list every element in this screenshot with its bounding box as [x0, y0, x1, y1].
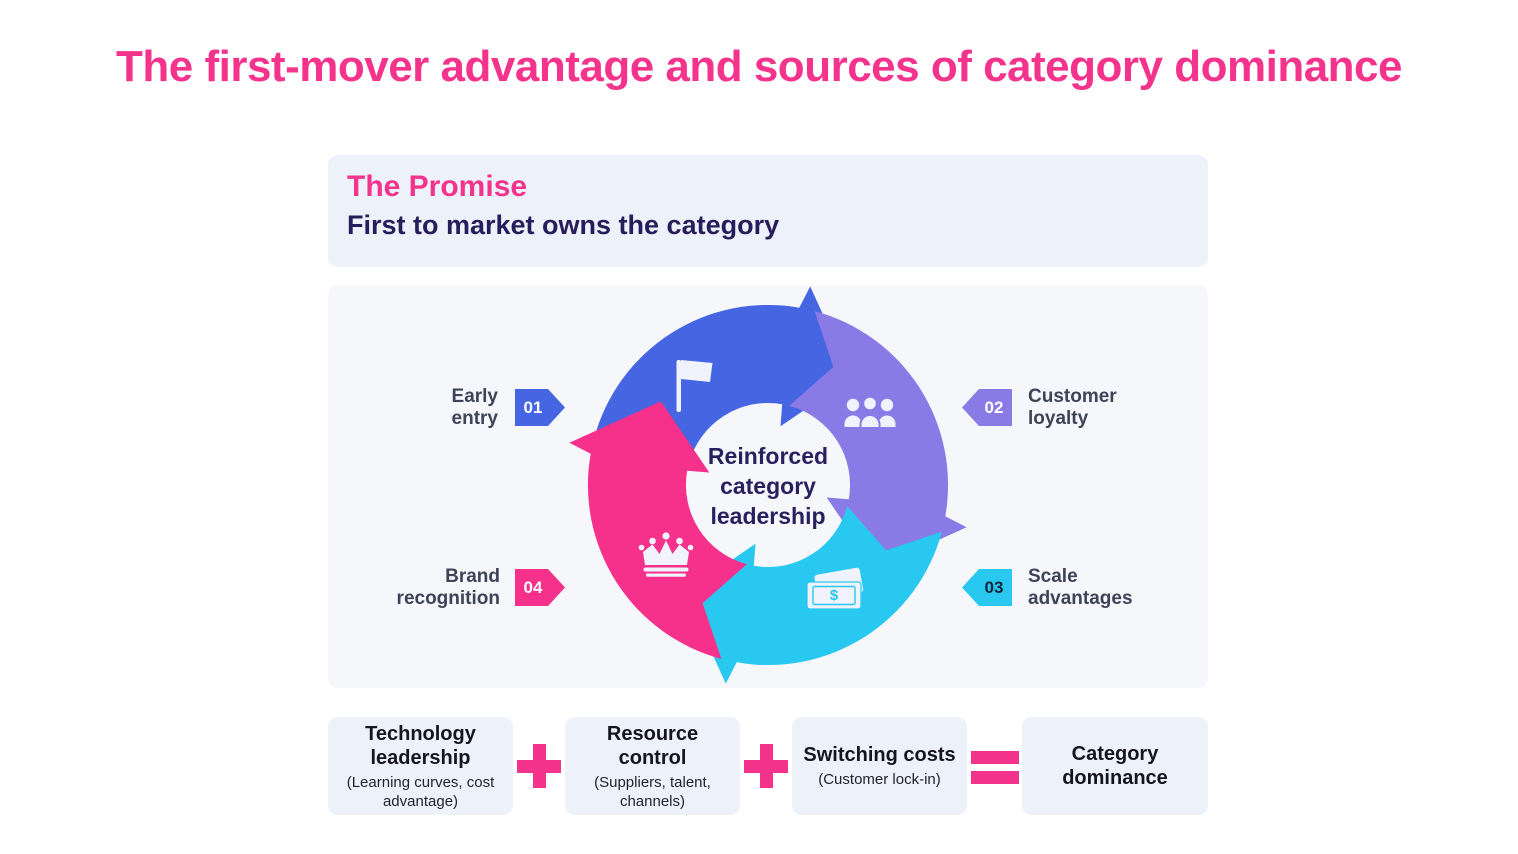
equals-bar-top: [971, 751, 1019, 764]
equation-term-resource-control: Resource control (Suppliers, talent, cha…: [565, 717, 740, 815]
term-title: Resource control: [606, 722, 699, 769]
cycle-label-scale-advantages: Scale advantages: [1028, 566, 1133, 609]
svg-text:$: $: [830, 587, 839, 604]
plus-bar-vertical: [532, 744, 546, 788]
cycle-label-brand-recognition: Brand recognition: [396, 566, 500, 609]
promise-heading: The Promise: [347, 170, 528, 203]
cycle-diagram: $: [569, 286, 967, 684]
flag-icon: [676, 360, 713, 412]
cycle-center-label: Reinforced category leadership: [707, 443, 829, 529]
promise-banner: The Promise First to market owns the cat…: [328, 155, 1208, 267]
crown-icon: [638, 532, 694, 577]
plus-bar-vertical: [759, 744, 773, 788]
term-title: Category dominance: [1062, 743, 1168, 789]
equation-result-category-dominance: Category dominance: [1022, 717, 1208, 815]
cycle-diagram-panel: $ Reinforced category leadership Early e…: [328, 285, 1208, 688]
money-icon: $: [806, 567, 864, 610]
plus-operator: [517, 744, 561, 788]
equals-bar-bottom: [971, 771, 1019, 784]
people-icon: [844, 395, 896, 429]
term-subtitle: (Suppliers, talent, channels): [594, 773, 711, 810]
cycle-label-early-entry: Early entry: [451, 386, 498, 429]
equation-term-switching-costs: Switching costs (Customer lock-in): [792, 717, 967, 815]
equation-row: Technology leadership (Learning curves, …: [328, 717, 1208, 815]
term-title: Switching costs: [803, 744, 956, 766]
equation-term-technology-leadership: Technology leadership (Learning curves, …: [328, 717, 513, 815]
equals-operator: [971, 744, 1019, 788]
cycle-label-customer-loyalty: Customer loyalty: [1028, 386, 1117, 429]
page-title: The first-mover advantage and sources of…: [116, 42, 1402, 91]
term-subtitle: (Learning curves, cost advantage): [346, 773, 495, 810]
promise-subheading: First to market owns the category: [347, 210, 780, 240]
plus-operator: [744, 744, 788, 788]
term-title: Technology leadership: [365, 722, 476, 769]
term-subtitle: (Customer lock-in): [818, 771, 941, 788]
